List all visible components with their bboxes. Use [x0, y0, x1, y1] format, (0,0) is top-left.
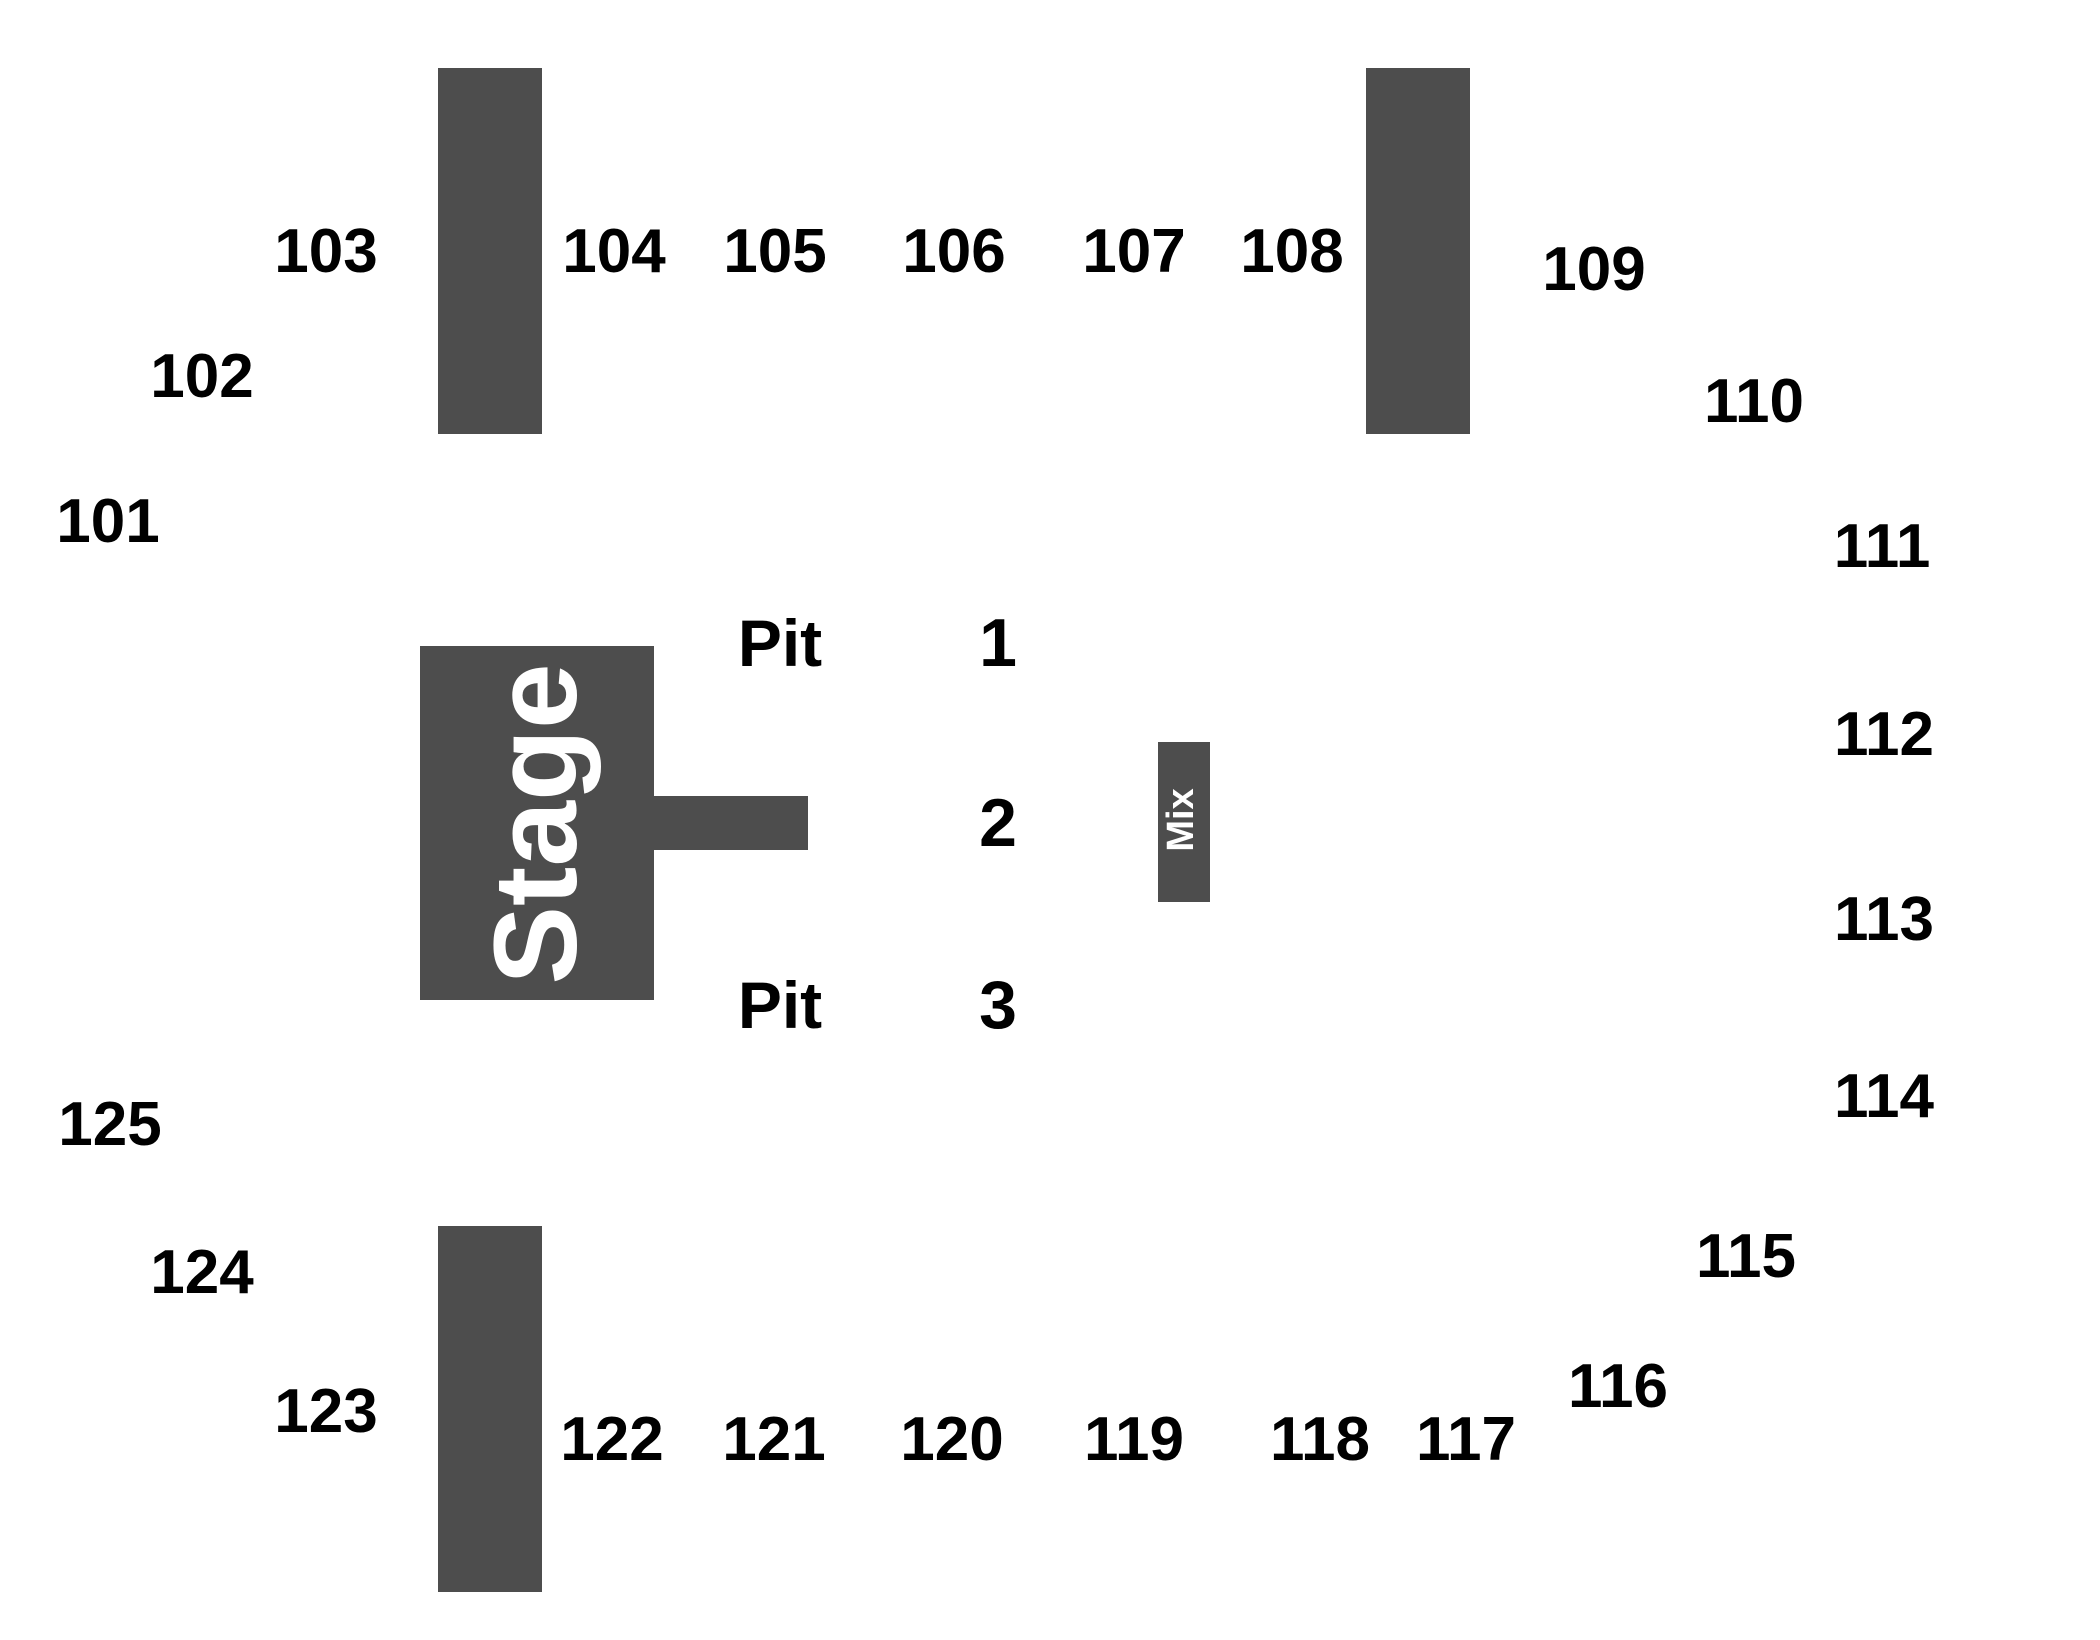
mix-label: Mix — [1160, 788, 1202, 852]
mix-position — [1158, 742, 1210, 902]
section-112[interactable]: 112 — [1833, 700, 1935, 769]
stage-runway — [650, 796, 808, 850]
section-116[interactable]: 116 — [1567, 1352, 1669, 1421]
section-120[interactable]: 120 — [900, 1405, 1004, 1474]
section-122[interactable]: 122 — [560, 1405, 664, 1474]
pit-section-2[interactable]: 2 — [979, 785, 1017, 861]
section-113[interactable]: 113 — [1833, 885, 1935, 954]
section-118[interactable]: 118 — [1269, 1405, 1371, 1474]
section-111[interactable]: 111 — [1833, 512, 1931, 581]
section-119[interactable]: 119 — [1083, 1405, 1185, 1474]
section-121[interactable]: 121 — [722, 1405, 826, 1474]
stage-label: Stage — [470, 663, 602, 985]
section-114[interactable]: 114 — [1833, 1062, 1935, 1131]
section-101[interactable]: 101 — [56, 487, 160, 556]
section-109[interactable]: 109 — [1542, 235, 1646, 304]
obstruction-top-left — [438, 68, 542, 434]
section-105[interactable]: 105 — [723, 217, 827, 286]
section-108[interactable]: 108 — [1240, 217, 1344, 286]
section-110[interactable]: 110 — [1703, 367, 1805, 436]
section-103[interactable]: 103 — [274, 217, 378, 286]
section-123[interactable]: 123 — [274, 1377, 378, 1446]
section-107[interactable]: 107 — [1082, 217, 1186, 286]
pit-label-bottom: Pit — [737, 968, 823, 1042]
section-104[interactable]: 104 — [562, 217, 666, 286]
pit-label-top: Pit — [737, 606, 823, 680]
obstruction-bottom-left — [438, 1226, 542, 1592]
pit-section-1[interactable]: 1 — [979, 605, 1017, 681]
stage — [420, 646, 654, 1000]
obstruction-top-right — [1366, 68, 1470, 434]
pit-section-3[interactable]: 3 — [979, 967, 1017, 1043]
section-115[interactable]: 115 — [1695, 1222, 1797, 1291]
section-117[interactable]: 117 — [1415, 1405, 1517, 1474]
section-124[interactable]: 124 — [150, 1238, 254, 1307]
section-106[interactable]: 106 — [902, 217, 1006, 286]
section-125[interactable]: 125 — [58, 1090, 162, 1159]
section-102[interactable]: 102 — [150, 342, 254, 411]
